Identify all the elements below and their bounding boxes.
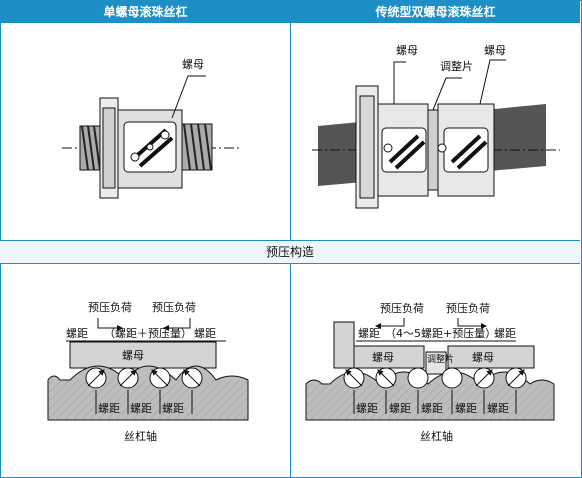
header-single-nut: 单螺母滚珠丝杠: [1, 1, 290, 23]
preload-right: 预压负荷: [152, 300, 196, 314]
pitch-bottom-3: 螺距: [162, 402, 184, 415]
label-nut: 螺母: [182, 58, 204, 71]
pitch-bottom-3: 螺距: [421, 402, 443, 415]
balls: [85, 367, 203, 389]
label-adjust: 调整片: [440, 59, 473, 73]
divider-bottom: [290, 263, 291, 477]
pitch-bottom-5: 螺距: [487, 402, 509, 415]
pitch-bottom-1: 螺距: [98, 402, 120, 415]
label-nut-right: 螺母: [484, 44, 506, 57]
pitch-top-middle: （螺距＋预压量）: [104, 327, 192, 340]
pitch-bottom-4: 螺距: [455, 402, 477, 415]
pitch-top-left: 螺距: [66, 327, 88, 340]
flange: [333, 321, 355, 369]
screw-shaft-left: [79, 125, 101, 171]
preload-single-diagram: 预压负荷 预压负荷 螺距 （螺距＋预压量） 螺距 螺母 螺距 螺距 螺距: [47, 300, 249, 443]
single-nut-drawing: 螺母: [62, 58, 240, 199]
pitch-bottom-1: 螺距: [356, 402, 378, 415]
label-nut-left: 螺母: [396, 44, 418, 57]
nut-left-label: 螺母: [372, 351, 394, 364]
section-title-preload: 预压构造: [0, 240, 580, 264]
nut-label: 螺母: [122, 349, 144, 362]
screw-shaft-right: [181, 123, 213, 171]
shaft-label: 丝杠轴: [420, 429, 453, 443]
nut-right: [447, 345, 535, 369]
preload-double-diagram: 预压负荷 预压负荷 螺距 （4～5螺距+预压量） 螺距 螺母 调整片 螺母: [305, 301, 555, 443]
double-nut-drawing: 螺母 调整片 螺母: [312, 44, 560, 209]
spacer: [425, 351, 447, 375]
balls: [343, 367, 527, 389]
nut-block: [69, 341, 217, 369]
nut-right-label: 螺母: [472, 351, 494, 364]
pitch-bottom-2: 螺距: [130, 402, 152, 415]
preload-right: 预压负荷: [446, 301, 490, 315]
pitch-top-middle: （4～5螺距+预压量）: [385, 327, 496, 340]
pitch-top-right: 螺距: [194, 327, 216, 340]
adjust-label: 调整片: [427, 353, 454, 365]
header-double-nut: 传统型双螺母滚珠丝杠: [291, 1, 580, 23]
pitch-top-left: 螺距: [358, 327, 380, 340]
spacer: [427, 109, 439, 191]
divider-top: [290, 1, 291, 240]
preload-left: 预压负荷: [88, 300, 132, 314]
pitch-top-right: 螺距: [494, 327, 516, 340]
shaft-label: 丝杠轴: [124, 429, 157, 443]
preload-left: 预压负荷: [380, 301, 424, 315]
pitch-bottom-2: 螺距: [389, 402, 411, 415]
